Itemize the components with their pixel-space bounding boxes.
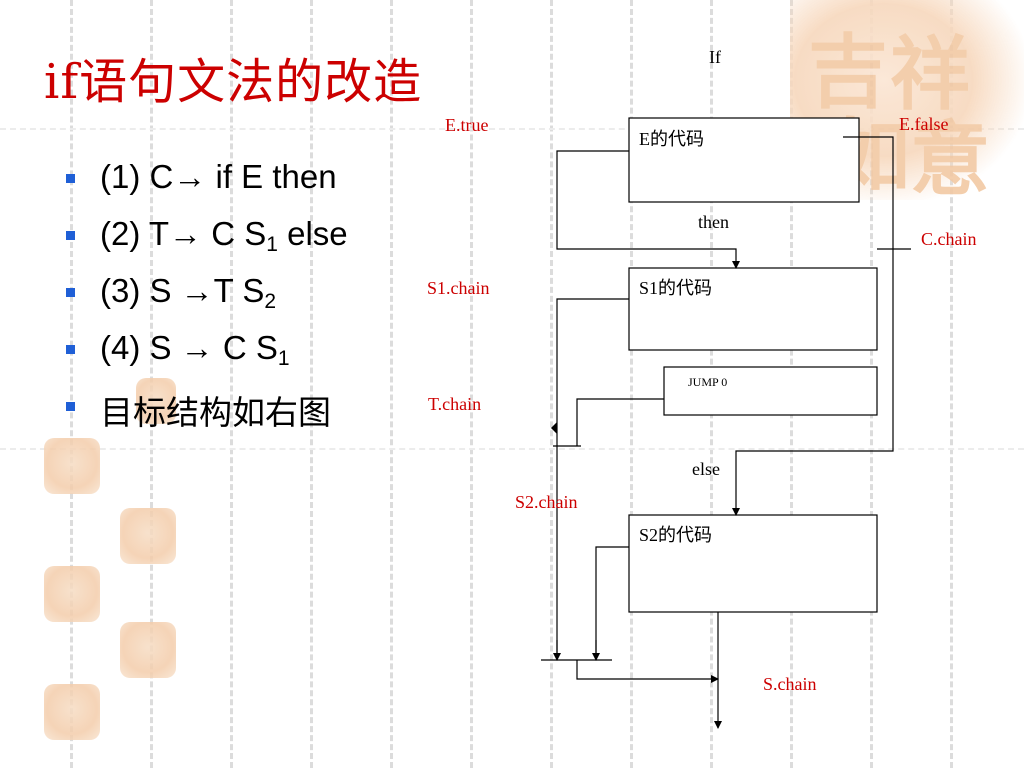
- e-code-label: E的代码: [639, 129, 704, 149]
- watermark-seal: [136, 378, 176, 424]
- bullet-text: (3) S →T S2: [100, 272, 277, 313]
- e-true-label: E.true: [445, 115, 488, 135]
- s-chain-connector: [576, 660, 719, 683]
- slide-title: if语句文法的改造: [44, 54, 423, 110]
- watermark-seal: [44, 566, 100, 622]
- s1-code-box: [628, 267, 878, 351]
- jump-label: JUMP 0: [688, 375, 727, 389]
- square-bullet-icon: [66, 174, 75, 183]
- s2-code-label: S2的代码: [639, 525, 712, 545]
- watermark-seal: [44, 438, 100, 494]
- t-chain-arrowhead: [551, 422, 557, 434]
- watermark-seal: [120, 622, 176, 678]
- if-label: If: [709, 47, 721, 67]
- bullet-text: (1) C→ if E then: [100, 158, 337, 195]
- watermark-seal: [120, 508, 176, 564]
- s1-chain-label: S1.chain: [427, 278, 490, 298]
- s1-code-label: S1的代码: [639, 278, 712, 298]
- e-code-box: [628, 117, 860, 203]
- else-label: else: [692, 459, 720, 479]
- bullet-text: 目标结构如右图: [100, 394, 331, 431]
- t-chain-connector: [576, 398, 664, 446]
- t-chain-label: T.chain: [428, 394, 481, 414]
- s1-chain-connector: [556, 298, 629, 660]
- c-chain-label: C.chain: [921, 229, 977, 249]
- then-label: then: [698, 212, 729, 232]
- else-connector: [732, 249, 894, 516]
- s2-chain-connector: [595, 546, 629, 660]
- jump-box: [663, 366, 878, 416]
- square-bullet-icon: [66, 402, 75, 411]
- square-bullet-icon: [66, 345, 75, 354]
- s2-chain-label: S2.chain: [515, 492, 578, 512]
- e-true-connector: [556, 150, 740, 269]
- s-chain-label: S.chain: [763, 674, 817, 694]
- e-false-label: E.false: [899, 114, 948, 134]
- watermark-seal: [44, 684, 100, 740]
- bullet-text: (2) T→ C S1 else: [100, 215, 348, 256]
- s2-code-box: [628, 514, 878, 613]
- square-bullet-icon: [66, 231, 75, 240]
- e-false-connector: [843, 136, 894, 249]
- square-bullet-icon: [66, 288, 75, 297]
- bullet-text: (4) S → C S1: [100, 329, 290, 370]
